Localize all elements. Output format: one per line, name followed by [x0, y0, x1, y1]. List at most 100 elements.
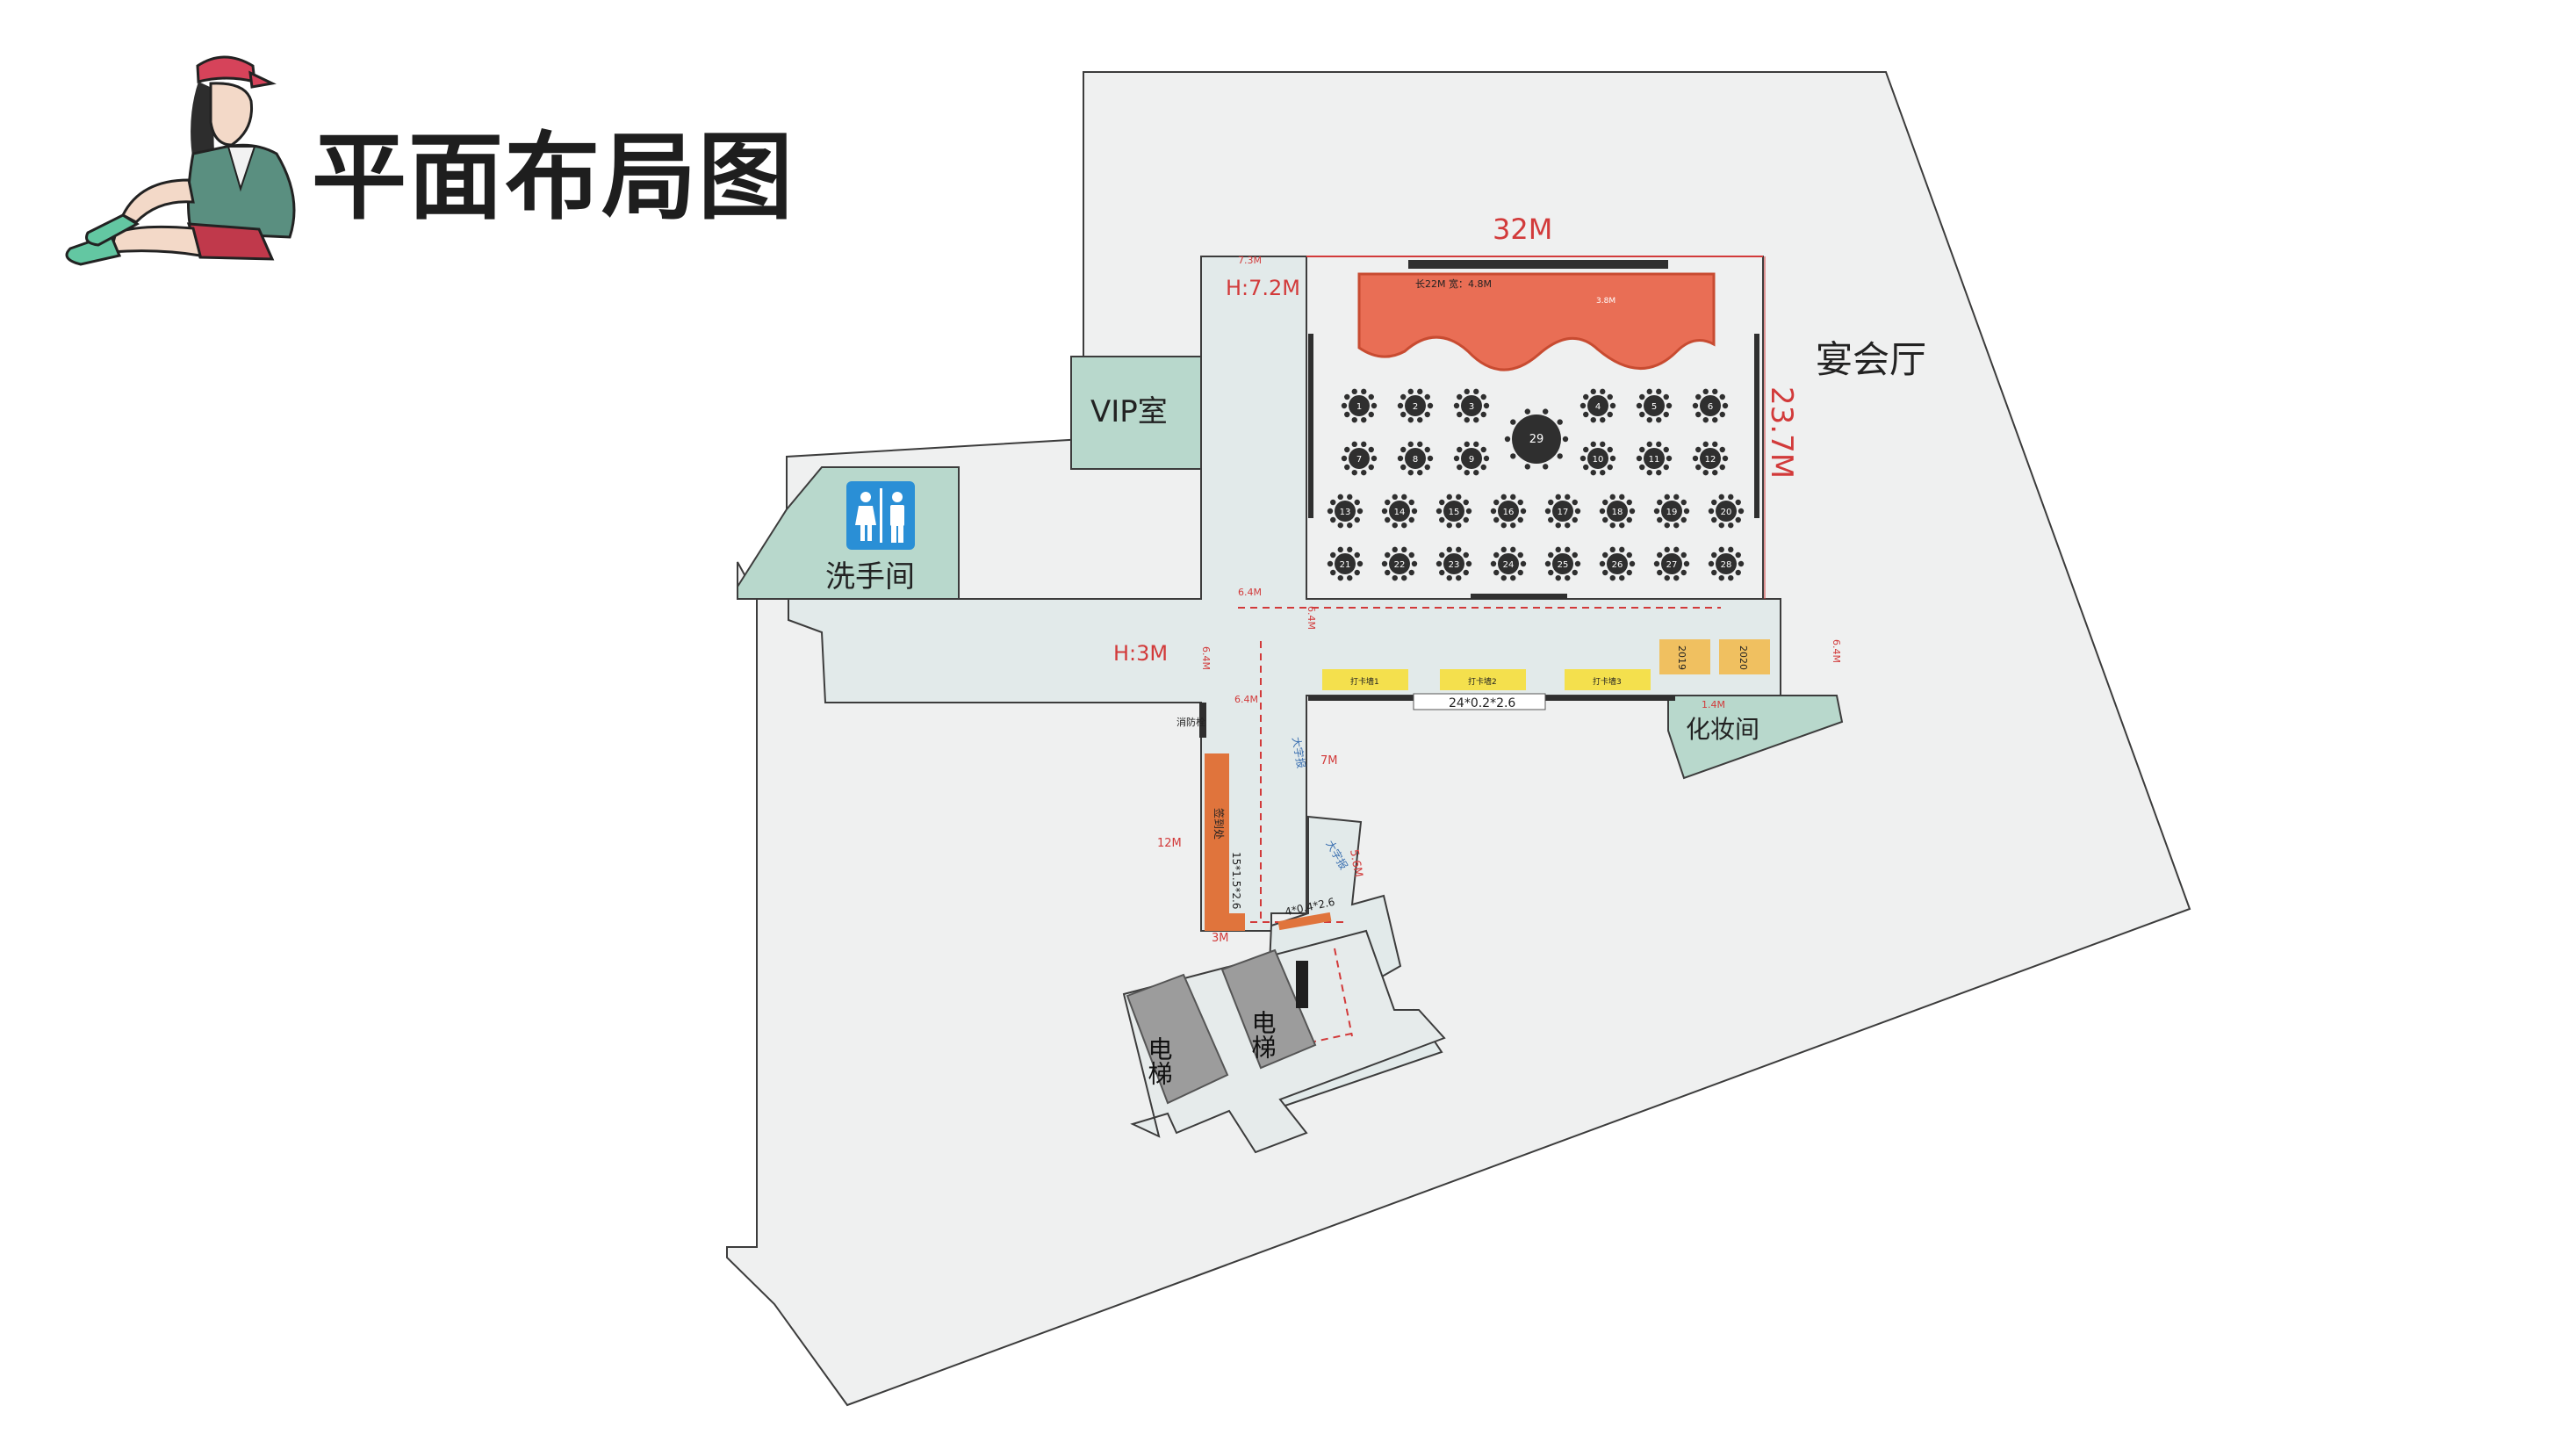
vip-room-label: VIP室 — [1090, 394, 1168, 429]
table-number: 3 — [1469, 402, 1474, 412]
table-number: 1 — [1356, 402, 1362, 412]
table-number: 26 — [1612, 560, 1623, 570]
banquet-table: 18 — [1599, 494, 1636, 529]
banquet-table: 2 — [1397, 388, 1434, 423]
table-number: 23 — [1449, 560, 1460, 570]
corridor-top-width: 7.3M — [1238, 255, 1262, 266]
banquet-table: 22 — [1381, 546, 1418, 581]
table-number: 29 — [1529, 433, 1544, 446]
banquet-table: 17 — [1544, 494, 1581, 529]
banquet-table: 14 — [1381, 494, 1418, 529]
table-number: 6 — [1708, 402, 1713, 412]
height-main-label: H:3M — [1113, 641, 1168, 666]
year-2019-label: 2019 — [1676, 645, 1687, 670]
photo-wall-1 — [1322, 669, 1408, 690]
banquet-table: 3 — [1453, 388, 1490, 423]
back-screen — [1471, 594, 1567, 599]
table-number: 7 — [1356, 455, 1362, 465]
lobby-board — [1296, 961, 1308, 1008]
ramp-width-label: 5.6M — [1347, 848, 1364, 878]
fire-hydrant-mark — [1199, 703, 1206, 738]
restroom-label: 洗手间 — [825, 559, 915, 595]
makeup-room-label: 化妆间 — [1686, 715, 1759, 744]
table-number: 13 — [1340, 508, 1351, 517]
banquet-table: 27 — [1653, 546, 1690, 581]
banquet-table: 4 — [1579, 388, 1616, 423]
banquet-table: 26 — [1599, 546, 1636, 581]
led-screen — [1408, 260, 1668, 269]
banquet-table: 21 — [1327, 546, 1364, 581]
photo-wall-1-label: 打卡墙1 — [1350, 676, 1379, 687]
banquet-table: 19 — [1653, 494, 1690, 529]
banquet-table: 15 — [1436, 494, 1472, 529]
ramp-length-label: 7M — [1320, 754, 1338, 768]
table-number: 14 — [1394, 508, 1406, 517]
height-vip-label: H:7.2M — [1226, 276, 1300, 300]
avatar — [65, 55, 296, 266]
elevator-left — [1126, 973, 1229, 1105]
corridor-width-d: 6.4M — [1306, 606, 1317, 630]
table-number: 27 — [1666, 560, 1678, 570]
banner-frame — [1413, 693, 1546, 710]
corridor-width-c: 6.4M — [1200, 646, 1212, 670]
sign-in-label: 签到处 — [1212, 808, 1226, 840]
elevator-right — [1220, 948, 1317, 1070]
makeup-room — [1667, 695, 1844, 780]
banquet-table: 8 — [1397, 441, 1434, 476]
page-title: 平面布局图 — [312, 123, 795, 233]
banquet-table: 1 — [1341, 388, 1378, 423]
banquet-table: 12 — [1692, 441, 1729, 476]
sign-in-size-label: 15*1.5*2.6 — [1230, 852, 1242, 909]
hall-width-label: 32M — [1493, 213, 1552, 246]
banquet-table: 9 — [1453, 441, 1490, 476]
small-board — [1277, 912, 1332, 931]
banquet-table: 23 — [1436, 546, 1472, 581]
man-icon — [890, 492, 904, 543]
banquet-table: 5 — [1636, 388, 1673, 423]
corridor-width-b: 6.4M — [1234, 694, 1258, 705]
table-number: 9 — [1469, 455, 1474, 465]
vip-room — [1070, 356, 1202, 470]
elevator-left-label: 电梯 — [1145, 1036, 1174, 1085]
table-number: 18 — [1612, 508, 1623, 517]
table-number: 21 — [1340, 560, 1351, 570]
banquet-table: 20 — [1708, 494, 1745, 529]
sign-in-desk — [1205, 753, 1229, 929]
makeup-width-label: 1.4M — [1702, 699, 1725, 710]
big-sign-label: 大字报 — [1290, 736, 1308, 769]
banquet-table: 28 — [1708, 546, 1745, 581]
photo-wall-3 — [1565, 669, 1651, 690]
stair-width-label: 3M — [1212, 932, 1229, 945]
table-number: 2 — [1413, 402, 1418, 412]
photo-wall-2-label: 打卡墙2 — [1468, 676, 1497, 687]
end-wall-label: 6.4M — [1831, 639, 1842, 663]
banquet-table: 10 — [1579, 441, 1616, 476]
banquet-table: 16 — [1490, 494, 1527, 529]
table-number: 28 — [1721, 560, 1732, 570]
banquet-table: 13 — [1327, 494, 1364, 529]
woman-icon — [855, 492, 876, 541]
header: 平面布局图 — [35, 48, 825, 285]
table-number: 19 — [1666, 508, 1678, 517]
photo-wall-2 — [1440, 669, 1526, 690]
table-number: 20 — [1721, 508, 1732, 517]
corridor-width-a: 6.4M — [1238, 587, 1262, 598]
table-number: 25 — [1558, 560, 1569, 570]
banner-size-label: 24*0.2*2.6 — [1449, 696, 1515, 710]
elevator-right-label: 电梯 — [1248, 1010, 1277, 1059]
banquet-table: 11 — [1636, 441, 1673, 476]
left-screen — [1308, 334, 1313, 518]
banquet-table: 29 — [1504, 408, 1569, 470]
banquet-table: 24 — [1490, 546, 1527, 581]
hall-depth-label: 23.7M — [1764, 386, 1799, 479]
restroom-divider — [880, 488, 882, 543]
table-number: 5 — [1651, 402, 1657, 412]
banquet-table: 7 — [1341, 441, 1378, 476]
stage-depth-label: 3.8M — [1596, 297, 1615, 306]
table-number: 17 — [1558, 508, 1569, 517]
stage — [1357, 272, 1716, 371]
photo-wall-3-label: 打卡墙3 — [1593, 676, 1622, 687]
table-number: 24 — [1503, 560, 1515, 570]
sign-in-desk-end — [1205, 913, 1245, 931]
